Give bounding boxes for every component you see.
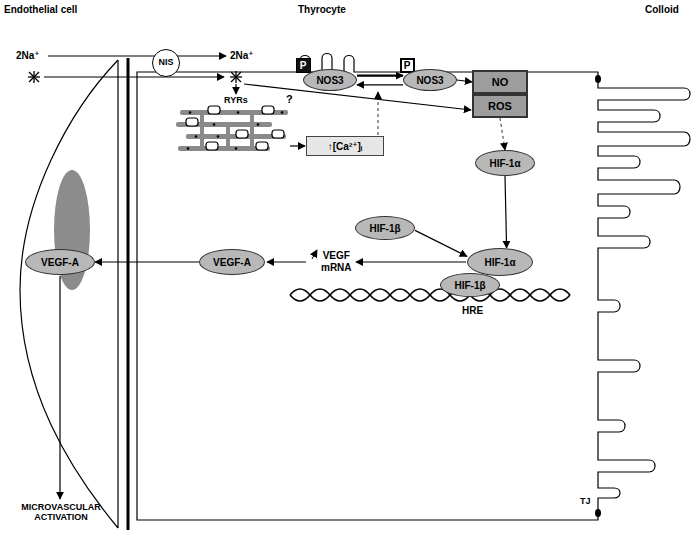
protein-oval: HIF-1β [355, 216, 415, 240]
translation-arrow [267, 261, 306, 262]
node-text: ROS [488, 100, 512, 112]
increase-arrow [312, 250, 317, 259]
region-title: Colloid [645, 4, 679, 16]
pathway-arrow [357, 74, 403, 76]
enzyme-oval: NOS3 [403, 69, 457, 91]
mrna-label: VEGF mRNA [321, 250, 352, 273]
node-text: HIF-1β [369, 223, 400, 234]
basement-membrane [127, 58, 130, 530]
tight-junction [595, 75, 601, 83]
node-text: VEGF-A [213, 257, 251, 268]
ion-label: 2Na⁺ [230, 50, 254, 62]
enzyme-oval: NOS3 [303, 69, 357, 91]
ion-label: 2Na⁺ [16, 50, 40, 62]
activation-arrow [59, 276, 60, 499]
node-text: ↑[Ca²⁺]ᵢ [328, 141, 362, 152]
node-text: P [404, 60, 411, 71]
pathway-arrow [505, 176, 507, 248]
transcription-arrow [356, 261, 466, 262]
node-text: HIF-1α [489, 158, 520, 169]
pathway-arrow [500, 118, 505, 150]
sodium-arrow [48, 55, 226, 56]
node-text: HIF-1β [454, 280, 485, 291]
symporter-circle: NIS [152, 49, 180, 77]
node-text: VEGF-A [41, 257, 79, 268]
protein-oval: VEGF-A [199, 249, 265, 275]
iodide-to-ryr-arrow [235, 84, 236, 94]
pathway-arrow [457, 80, 472, 82]
tight-junction [595, 509, 601, 517]
node-text: HIF-1α [484, 257, 515, 268]
molecule-box: ROS [472, 94, 528, 118]
phospho-badge: P [400, 58, 415, 73]
endothelial-membrane [117, 60, 118, 528]
protein-oval: HIF-1β [440, 273, 500, 297]
ca-to-nos3-dashed-arrow [377, 92, 378, 135]
pathway-arrow [357, 84, 403, 85]
thyrocyte-outline [137, 54, 690, 521]
node-text: NOS3 [416, 75, 443, 86]
iodide-symbol [230, 71, 242, 83]
pathway-arrow [415, 230, 467, 256]
channel-label: RYRs [224, 95, 248, 105]
node-text: NOS3 [316, 75, 343, 86]
region-title: Thyrocyte [298, 4, 346, 16]
outcome-label: MICROVASCULAR ACTIVATION [2, 502, 120, 523]
calcium-box: ↑[Ca²⁺]ᵢ [306, 136, 384, 156]
dna-helix [290, 289, 570, 301]
protein-oval: VEGF-A [25, 249, 95, 275]
element-label: HRE [462, 305, 483, 317]
node-text: P [300, 60, 307, 71]
node-text: NO [492, 76, 509, 88]
question-mark: ? [286, 93, 293, 106]
endothelial-outline [20, 60, 118, 528]
molecule-box: NO [472, 70, 528, 94]
node-text: NIS [158, 58, 173, 68]
iodide-symbol [28, 71, 40, 83]
protein-oval: HIF-1α [467, 248, 533, 276]
region-title: Endothelial cell [4, 4, 77, 16]
junction-label: TJ [580, 496, 591, 506]
endoplasmic-reticulum [176, 106, 288, 151]
protein-oval: HIF-1α [475, 150, 535, 176]
iodide-arrow [44, 76, 224, 77]
ca-release-arrow [290, 145, 305, 146]
phospho-badge: P [296, 58, 311, 73]
pathway-arrow [95, 261, 199, 262]
